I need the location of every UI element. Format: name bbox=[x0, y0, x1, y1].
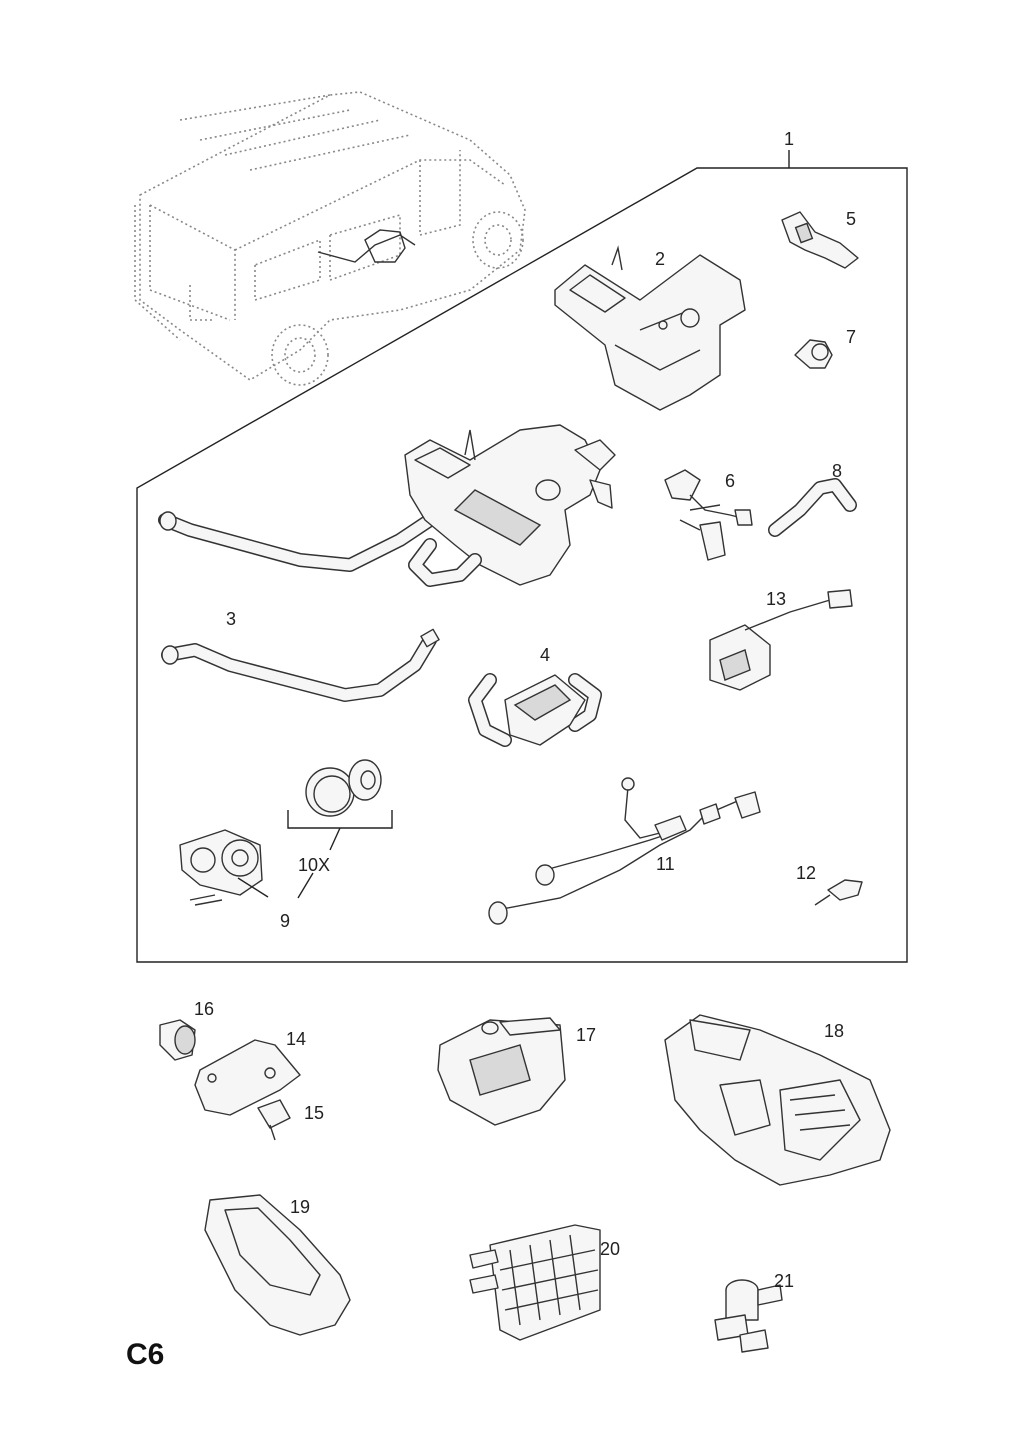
part-17-heater bbox=[437, 1017, 566, 1126]
callout-9: 9 bbox=[280, 911, 291, 931]
heater-assembly bbox=[158, 424, 616, 587]
callout-8: 8 bbox=[832, 461, 843, 481]
callout-21: 21 bbox=[774, 1271, 795, 1291]
part-10x-seals bbox=[287, 759, 393, 851]
part-3-hose bbox=[161, 628, 440, 702]
callout-1: 1 bbox=[784, 129, 795, 149]
part-20-matrix bbox=[469, 1224, 601, 1341]
callout-19: 19 bbox=[290, 1197, 311, 1217]
callout-18: 18 bbox=[824, 1021, 845, 1041]
part-12-sensor bbox=[814, 879, 863, 906]
van-illustration bbox=[134, 91, 526, 386]
callout-2: 2 bbox=[655, 249, 666, 269]
part-4-unit bbox=[468, 673, 602, 747]
part-18-housing bbox=[664, 1014, 891, 1186]
kit-outline bbox=[136, 167, 908, 963]
part-14-bracket bbox=[194, 1039, 301, 1116]
page-code: C6 bbox=[126, 1338, 165, 1371]
callout-14: 14 bbox=[286, 1029, 307, 1049]
callout-16: 16 bbox=[194, 999, 215, 1019]
callout-20: 20 bbox=[600, 1239, 621, 1259]
part-9-pump bbox=[179, 829, 314, 906]
part-6-connector bbox=[664, 469, 753, 561]
part-19-duct bbox=[204, 1194, 351, 1336]
callout-7: 7 bbox=[846, 327, 857, 347]
callout-5: 5 bbox=[846, 209, 857, 229]
callout-4: 4 bbox=[540, 645, 551, 665]
part-7-clip bbox=[794, 339, 833, 369]
callout-11: 11 bbox=[656, 854, 675, 874]
part-16-grommet bbox=[159, 1019, 196, 1061]
part-21-valve bbox=[714, 1279, 783, 1353]
part-15-bolt bbox=[257, 1099, 291, 1141]
callout-12: 12 bbox=[796, 863, 817, 883]
callout-10x: 10X bbox=[298, 855, 331, 875]
callout-15: 15 bbox=[304, 1103, 325, 1123]
callout-3: 3 bbox=[226, 609, 237, 629]
part-8-hose bbox=[768, 478, 857, 537]
part-11-harness bbox=[488, 777, 761, 925]
callout-13: 13 bbox=[766, 589, 787, 609]
callout-6: 6 bbox=[725, 471, 736, 491]
part-2-bracket bbox=[554, 245, 746, 411]
callout-17: 17 bbox=[576, 1025, 597, 1045]
part-5-sensor bbox=[781, 211, 859, 269]
part-13-sensor bbox=[709, 589, 853, 691]
